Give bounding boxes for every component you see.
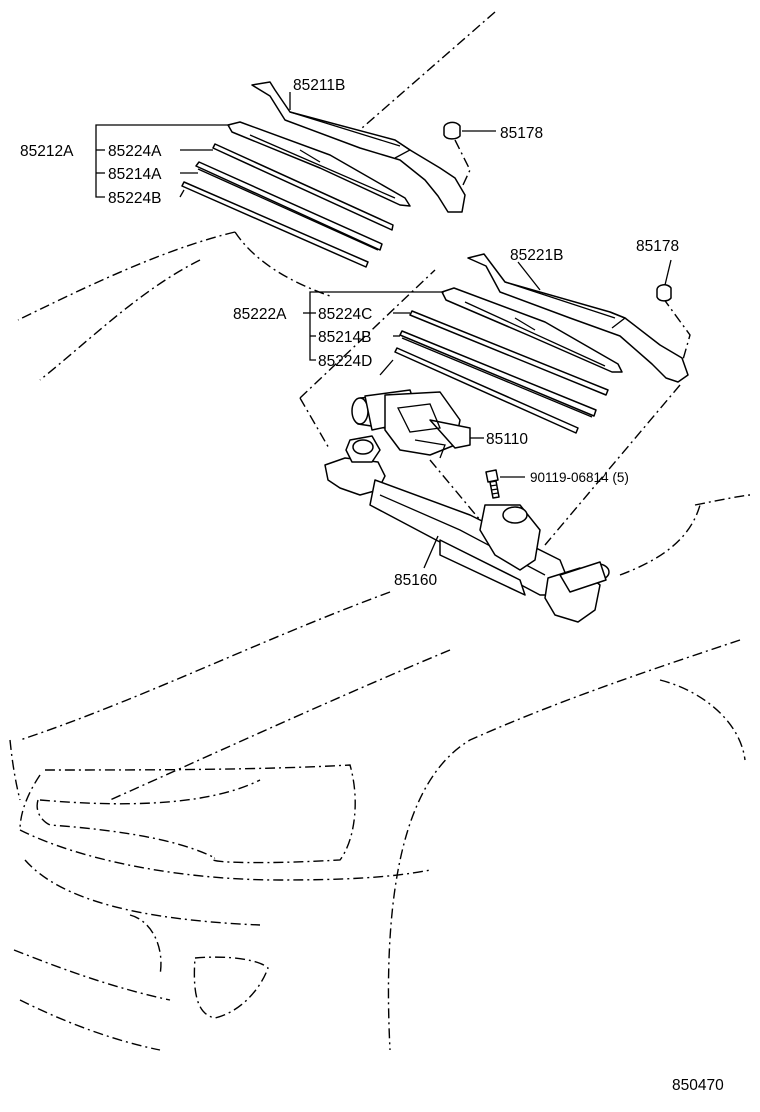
blade-insert-85224C bbox=[409, 310, 609, 396]
assembly-dash-lines bbox=[429, 139, 691, 546]
label-85212A: 85212A bbox=[20, 143, 74, 160]
label-85178-upper: 85178 bbox=[500, 125, 543, 142]
wiper-blade-85212A bbox=[227, 121, 411, 207]
label-85178-lower: 85178 bbox=[636, 238, 679, 255]
label-85214A: 85214A bbox=[108, 166, 162, 183]
label-bolt-90119-06814: 90119-06814 (5) bbox=[530, 470, 629, 485]
label-85224C: 85224C bbox=[318, 306, 372, 323]
label-85110: 85110 bbox=[486, 431, 528, 448]
wiper-motor-85110 bbox=[351, 389, 484, 459]
blade-insert-85224D bbox=[394, 347, 579, 434]
label-85221B: 85221B bbox=[510, 247, 563, 264]
part-labels: 85211B 85178 85212A 85224A 85214A 85224B… bbox=[20, 77, 724, 1094]
wiper-link-85160 bbox=[324, 435, 610, 623]
car-body-outline bbox=[9, 11, 751, 1051]
blade-rubber-85214B bbox=[399, 330, 597, 418]
label-85224A: 85224A bbox=[108, 143, 162, 160]
wiper-arm-85211B bbox=[251, 81, 466, 213]
label-85211B: 85211B bbox=[293, 77, 345, 94]
figure-number: 850470 bbox=[672, 1077, 724, 1094]
label-85214B: 85214B bbox=[318, 329, 371, 346]
wiper-blade-85222A bbox=[441, 287, 623, 373]
label-85222A: 85222A bbox=[233, 306, 287, 323]
bolt-90119-06814 bbox=[485, 469, 525, 499]
label-85224D: 85224D bbox=[318, 353, 372, 370]
nut-cap-85178-upper bbox=[443, 121, 496, 140]
blade-rubber-85214A bbox=[195, 161, 383, 251]
label-85160: 85160 bbox=[394, 572, 437, 589]
leader-lines bbox=[95, 92, 672, 376]
blade-insert-85224B bbox=[181, 181, 369, 268]
nut-cap-85178-lower bbox=[656, 284, 672, 302]
label-85224B: 85224B bbox=[108, 190, 161, 207]
blade-insert-85224A bbox=[212, 143, 394, 231]
wiper-arm-85221B bbox=[467, 253, 689, 383]
